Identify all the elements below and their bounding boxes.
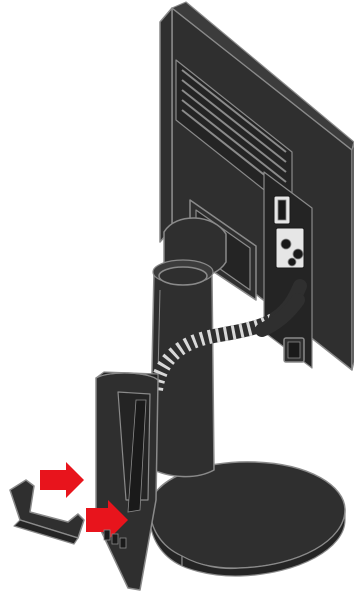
cable-cover xyxy=(96,372,158,590)
attach-arrow-upper-icon xyxy=(40,462,84,498)
stand-base xyxy=(150,462,345,576)
